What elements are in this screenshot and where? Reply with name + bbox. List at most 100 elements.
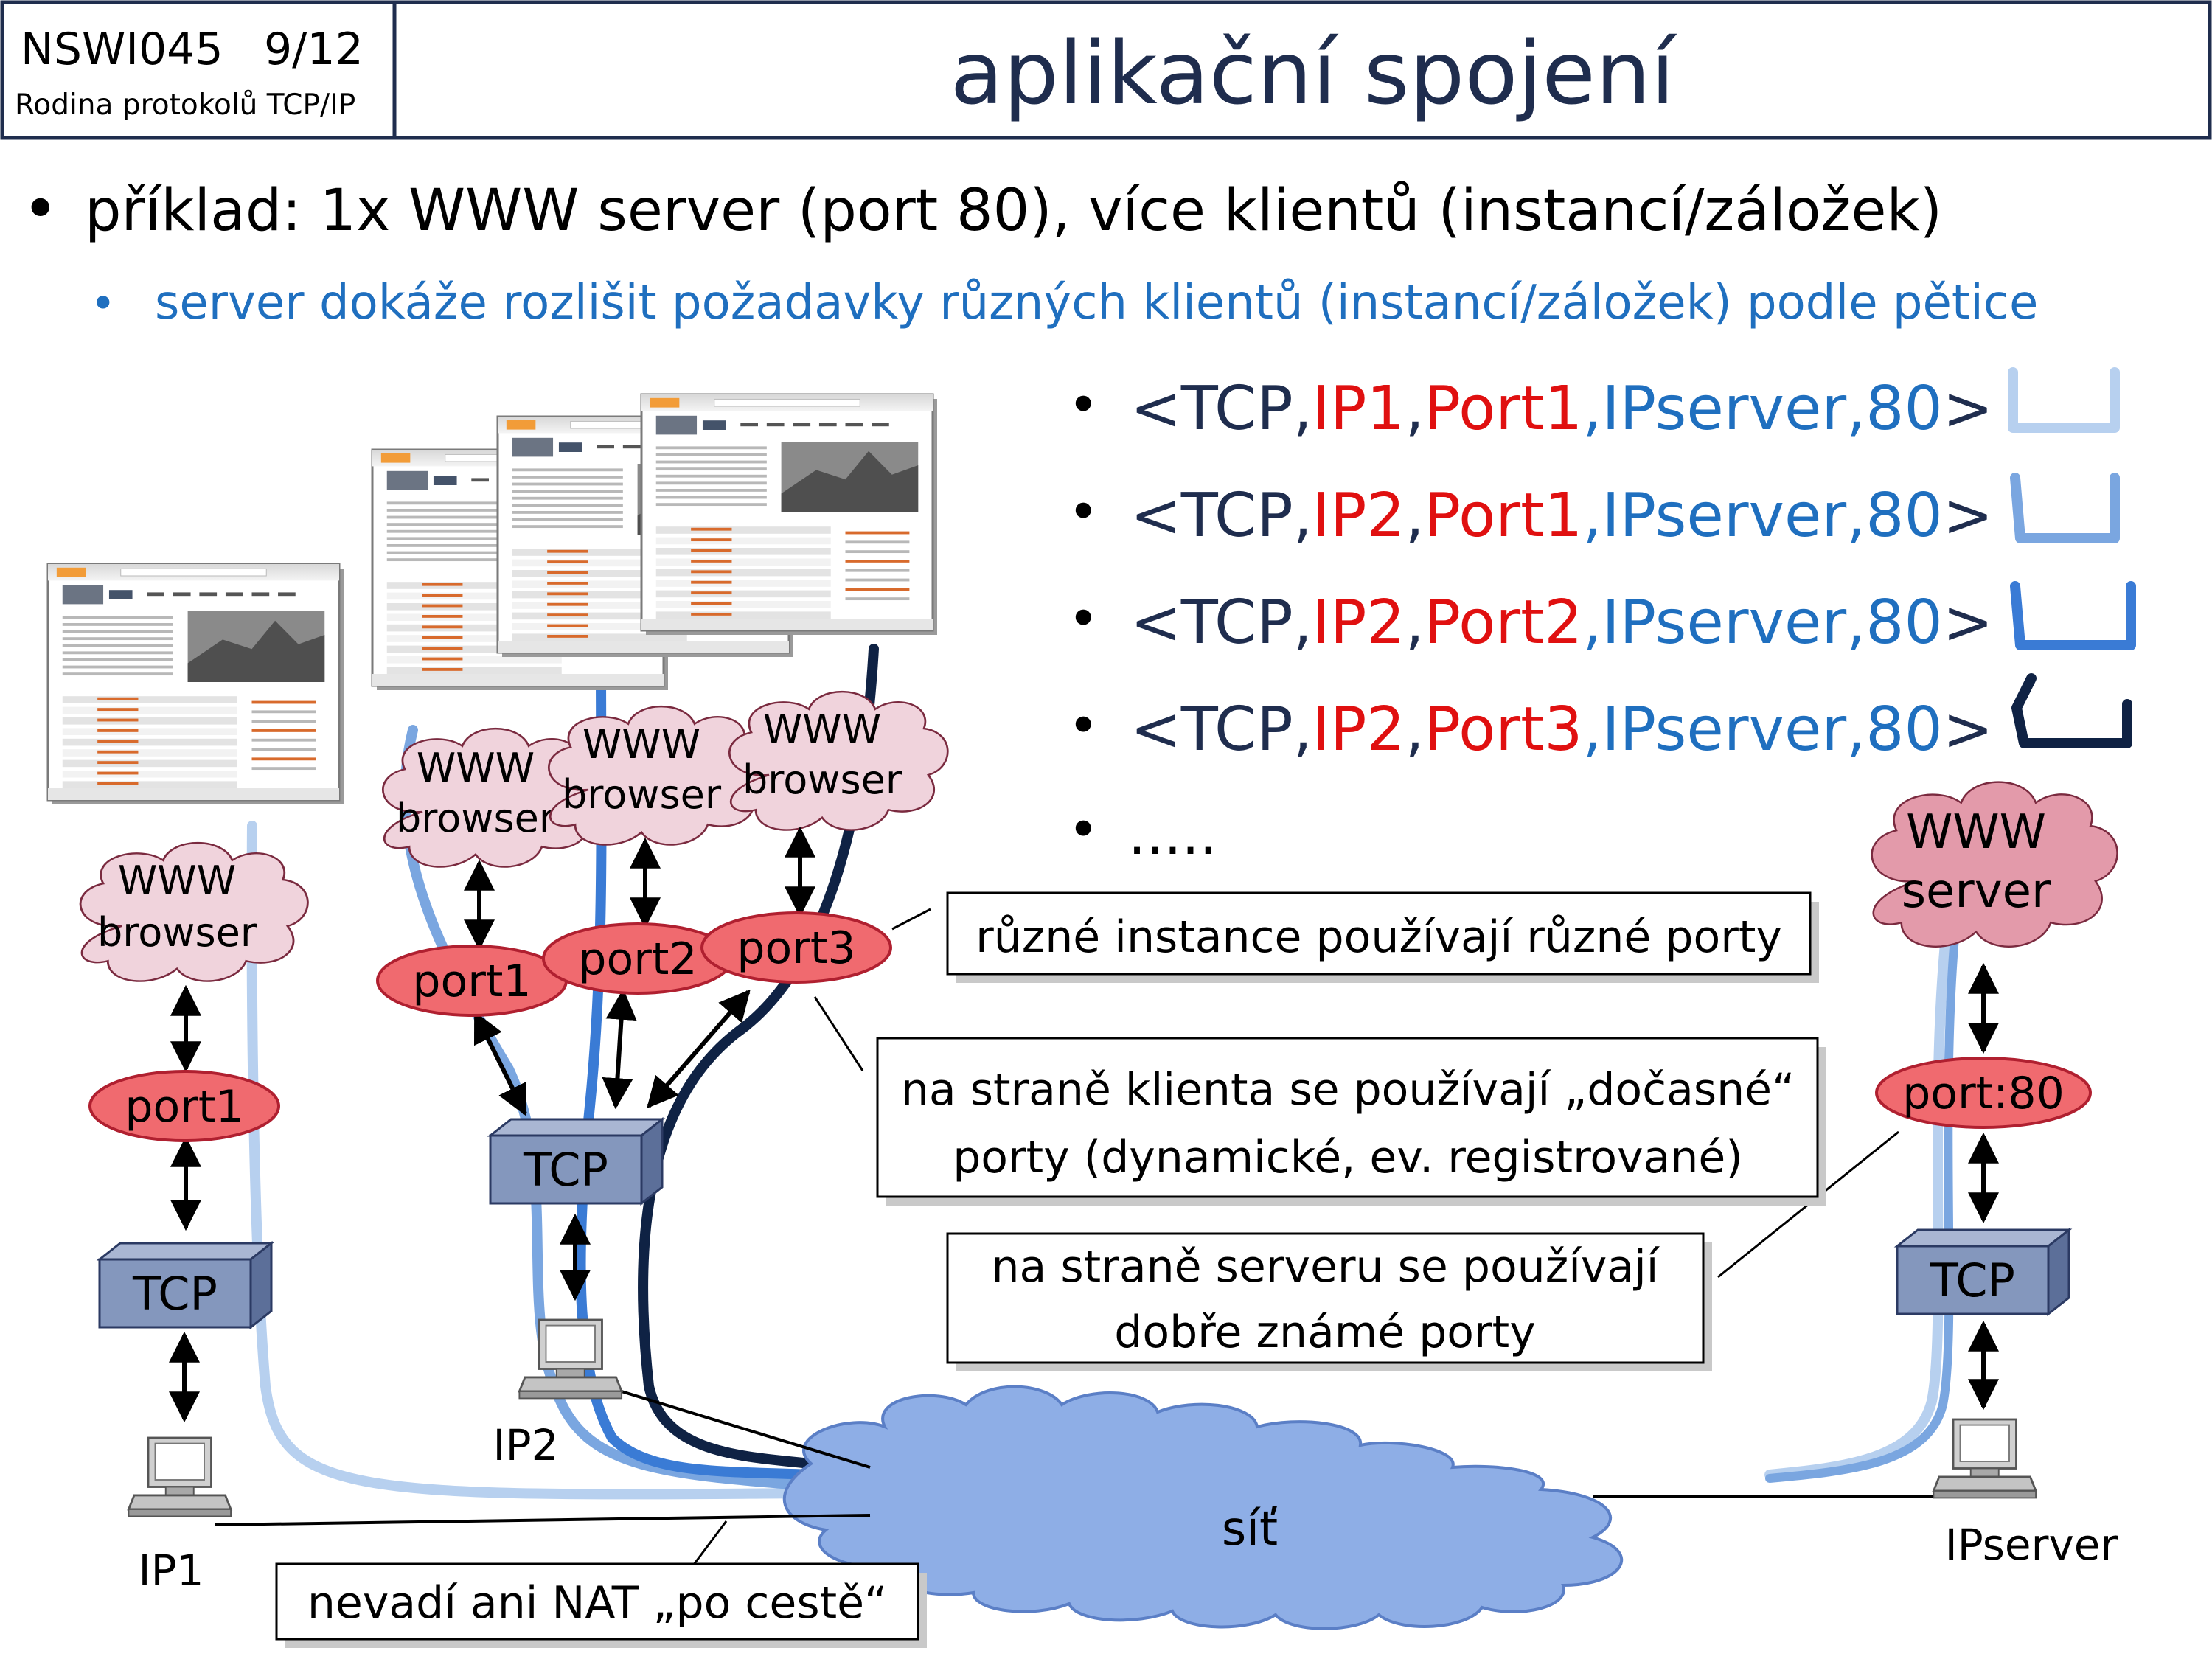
tuple-3-part: , (1405, 588, 1425, 658)
arrow-port2-tcp (602, 988, 637, 1110)
tuple-legend-brackets (2008, 367, 2136, 748)
tuple-1-part: ,IPserver,80 (1582, 374, 1942, 444)
callout-nat: nevadí ani NAT „po cestě“ (307, 1577, 887, 1629)
computer-ip2 (518, 1318, 624, 1400)
course-code: NSWI045 (21, 24, 223, 75)
tuple-2-part: IP2 (1312, 481, 1405, 551)
bracket-conn2 (2010, 473, 2120, 543)
wire-ip2 (604, 1385, 871, 1469)
tcp-box-ip2: TCP (487, 1116, 666, 1206)
ip1-label: IP1 (139, 1545, 204, 1596)
arrows (169, 826, 1999, 1423)
tuple-3-part: <TCP, (1130, 588, 1312, 658)
tuple-bullet-dot: • (1068, 695, 1099, 757)
browser-screenshot-1 (46, 563, 344, 804)
tuple-1-part: > (1943, 374, 1994, 444)
main-bullet: příklad: 1x WWW server (port 80), více k… (85, 178, 1942, 244)
tuple-bullet-dot: • (1068, 374, 1099, 436)
tuple-1-part: IP1 (1312, 374, 1405, 444)
bullet-dot: • (22, 173, 59, 245)
browser-screenshot-4 (640, 393, 937, 635)
network-cloud-shape (782, 1385, 1624, 1630)
tuple-2-part: , (1405, 481, 1425, 551)
callout-instances-box (946, 891, 1812, 976)
browser-cloud-ip2-2-line2: browser (562, 771, 722, 818)
tuple-4: <TCP,IP2,Port3,IPserver,80> (1130, 695, 1993, 765)
tuple-bullet-dot: • (1068, 481, 1099, 543)
port2-label: port2 (578, 933, 697, 985)
tuple-3-part: ,IPserver,80 (1582, 588, 1942, 658)
conn1-path (246, 821, 816, 1500)
tuple-4-part: > (1943, 695, 1994, 765)
tuple-4-part: Port3 (1425, 695, 1583, 765)
port1-label-ip1: port1 (125, 1081, 243, 1133)
tuple-2-part: ,IPserver,80 (1582, 481, 1942, 551)
callout-client-line2: porty (dynamické, ev. registrované) (953, 1132, 1743, 1183)
browser-cloud-ip2-1-line1: WWW (417, 745, 535, 791)
tuple-list: •<TCP,IP1,Port1,IPserver,80>•<TCP,IP2,Po… (1068, 374, 1993, 765)
browser-cloud-ip2-2-line1: WWW (582, 721, 700, 768)
tuple-3-part: IP2 (1312, 588, 1405, 658)
page-title: aplikační spojení (950, 22, 1677, 124)
tuple-2-part: Port1 (1425, 481, 1583, 551)
port3-label: port3 (737, 922, 855, 974)
tuple-1: <TCP,IP1,Port1,IPserver,80> (1130, 374, 1993, 444)
server-cloud-line1: WWW (1906, 805, 2046, 860)
callout-client-line1: na straně klienta se používají „dočasné“ (901, 1064, 1795, 1116)
network-wires (215, 1385, 1947, 1526)
tuple-3-part: Port2 (1425, 588, 1583, 658)
computer-server (1932, 1418, 2038, 1499)
callout-nat-box (275, 1562, 919, 1641)
tcp-box-ip1-label: TCP (132, 1267, 218, 1321)
tuple-2: <TCP,IP2,Port1,IPserver,80> (1130, 481, 1993, 551)
tuple-4-part: IP2 (1312, 695, 1405, 765)
arrow-port1-tcp (473, 1011, 527, 1116)
tuple-bullet-dot: • (1068, 588, 1099, 650)
tcp-box-server-label: TCP (1930, 1254, 2015, 1307)
tcp-box-ip1: TCP (96, 1240, 275, 1330)
browser-cloud-ip1-line1: WWW (118, 858, 236, 904)
leader-instances (891, 908, 931, 931)
bracket-conn1 (2008, 367, 2120, 433)
browser-cloud-ip2-3-line2: browser (742, 757, 902, 803)
tuple-bullet-dot: • (1068, 799, 1099, 860)
port80-label: port:80 (1902, 1068, 2065, 1119)
computers (127, 1318, 2038, 1517)
tuple-ellipsis: ..... (1128, 802, 1217, 867)
callout-server-line2: dobře známé porty (1114, 1307, 1535, 1358)
browser-cloud-ip2-1-line2: browser (396, 795, 556, 841)
callout-instances: různé instance používají různé porty (975, 911, 1782, 963)
browser-clouds: WWWbrowserWWWbrowserWWWbrowserWWWbrowser… (79, 690, 2118, 982)
tuple-4-part: <TCP, (1130, 695, 1312, 765)
course-name: Rodina protokolů TCP/IP (15, 88, 355, 122)
tcp-box-ip2-label: TCP (523, 1143, 608, 1197)
port1-ellipse-ip1 (88, 1070, 280, 1142)
tuple-3: <TCP,IP2,Port2,IPserver,80> (1130, 588, 1993, 658)
tuple-1-part: , (1405, 374, 1425, 444)
browser-cloud-ip1-line2: browser (97, 909, 257, 956)
tuple-4-part: ,IPserver,80 (1582, 695, 1942, 765)
port80-ellipse (1875, 1057, 2092, 1129)
callouts: různé instance používají různé porty na … (275, 891, 1826, 1648)
tuple-3-part: > (1943, 588, 1994, 658)
sub-bullet: server dokáže rozlišit požadavky různých… (155, 276, 2038, 330)
conn4-path (638, 644, 879, 1469)
network-cloud: síť (782, 1385, 1624, 1630)
computer-ip1 (127, 1436, 233, 1517)
ip2-label: IP2 (493, 1420, 559, 1470)
server-cloud-line2: server (1902, 864, 2051, 919)
port1-label-ip2: port1 (412, 956, 531, 1007)
callout-server-line1: na straně serveru se používají (992, 1241, 1660, 1293)
tcp-boxes: TCP TCP TCP (96, 1116, 2073, 1330)
tuple-2-part: > (1943, 481, 1994, 551)
browser-screenshots (46, 393, 937, 804)
callout-server-box (946, 1232, 1705, 1364)
tcp-box-server: TCP (1893, 1227, 2073, 1317)
port3-ellipse (700, 911, 892, 984)
bracket-conn4 (2011, 673, 2132, 748)
